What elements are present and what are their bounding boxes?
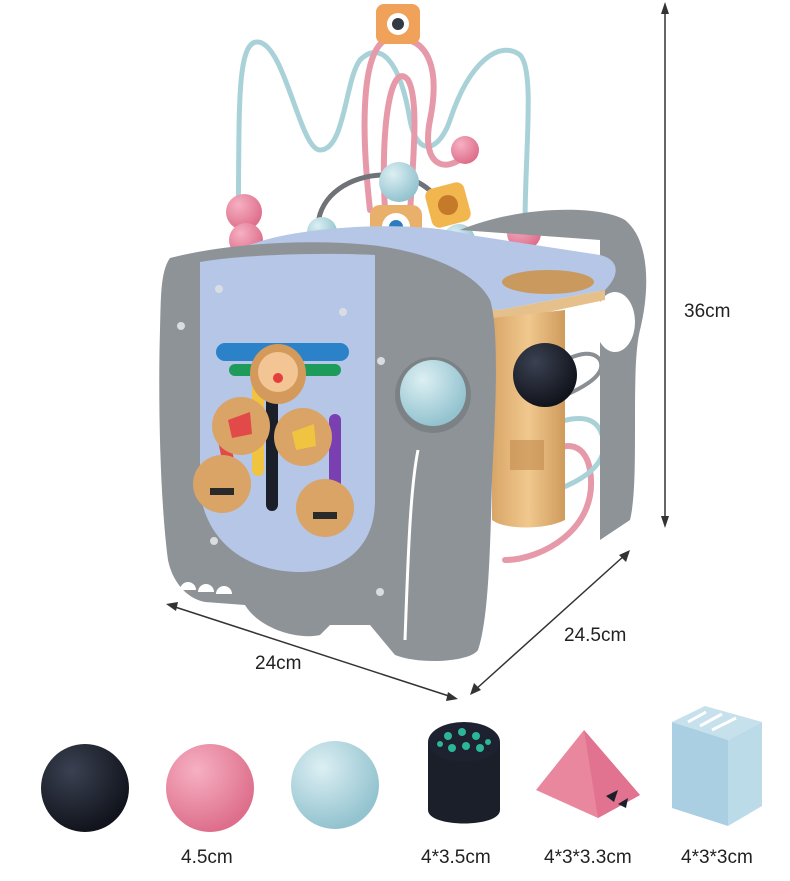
side-black-ball	[513, 343, 577, 407]
side-panel-right	[460, 209, 647, 540]
wire-light-blue	[235, 39, 531, 233]
dimension-height-label: 36cm	[684, 301, 731, 322]
bead-light-blue	[379, 162, 419, 202]
accessory-cylinder	[428, 722, 500, 824]
accessories-row	[41, 706, 762, 832]
sliding-discs	[193, 344, 354, 537]
disc-feet-left	[193, 455, 251, 513]
accessory-light-blue-ball	[291, 741, 379, 829]
accessory-black-ball	[41, 744, 129, 832]
cylinder-size-label: 4*3.5cm	[421, 847, 491, 868]
triangle-size-label: 4*3*3.3cm	[544, 847, 632, 868]
accessory-cube	[672, 706, 762, 826]
dimension-depth-label: 24.5cm	[564, 625, 627, 646]
elephant-toes	[180, 582, 382, 647]
elephant-trunk-line	[403, 449, 420, 641]
elephant-eye-ball	[400, 360, 466, 426]
screws	[177, 285, 385, 596]
bead-pink	[226, 194, 262, 230]
wooden-drum	[492, 310, 565, 528]
accessory-triangle	[536, 730, 640, 818]
disc-feet-right	[296, 479, 354, 537]
wire-pink	[361, 34, 473, 213]
wire-pink-2	[380, 73, 418, 218]
ball-size-label: 4.5cm	[181, 847, 233, 868]
dimension-arrows	[166, 2, 669, 701]
shape-sorter-hole	[502, 270, 594, 294]
dimension-width-label: 24cm	[255, 653, 302, 674]
bead-pink	[451, 136, 479, 164]
accessory-pink-ball	[166, 744, 254, 832]
cube-size-label: 4*3*3cm	[681, 847, 753, 868]
side-panel-hole	[595, 292, 635, 352]
